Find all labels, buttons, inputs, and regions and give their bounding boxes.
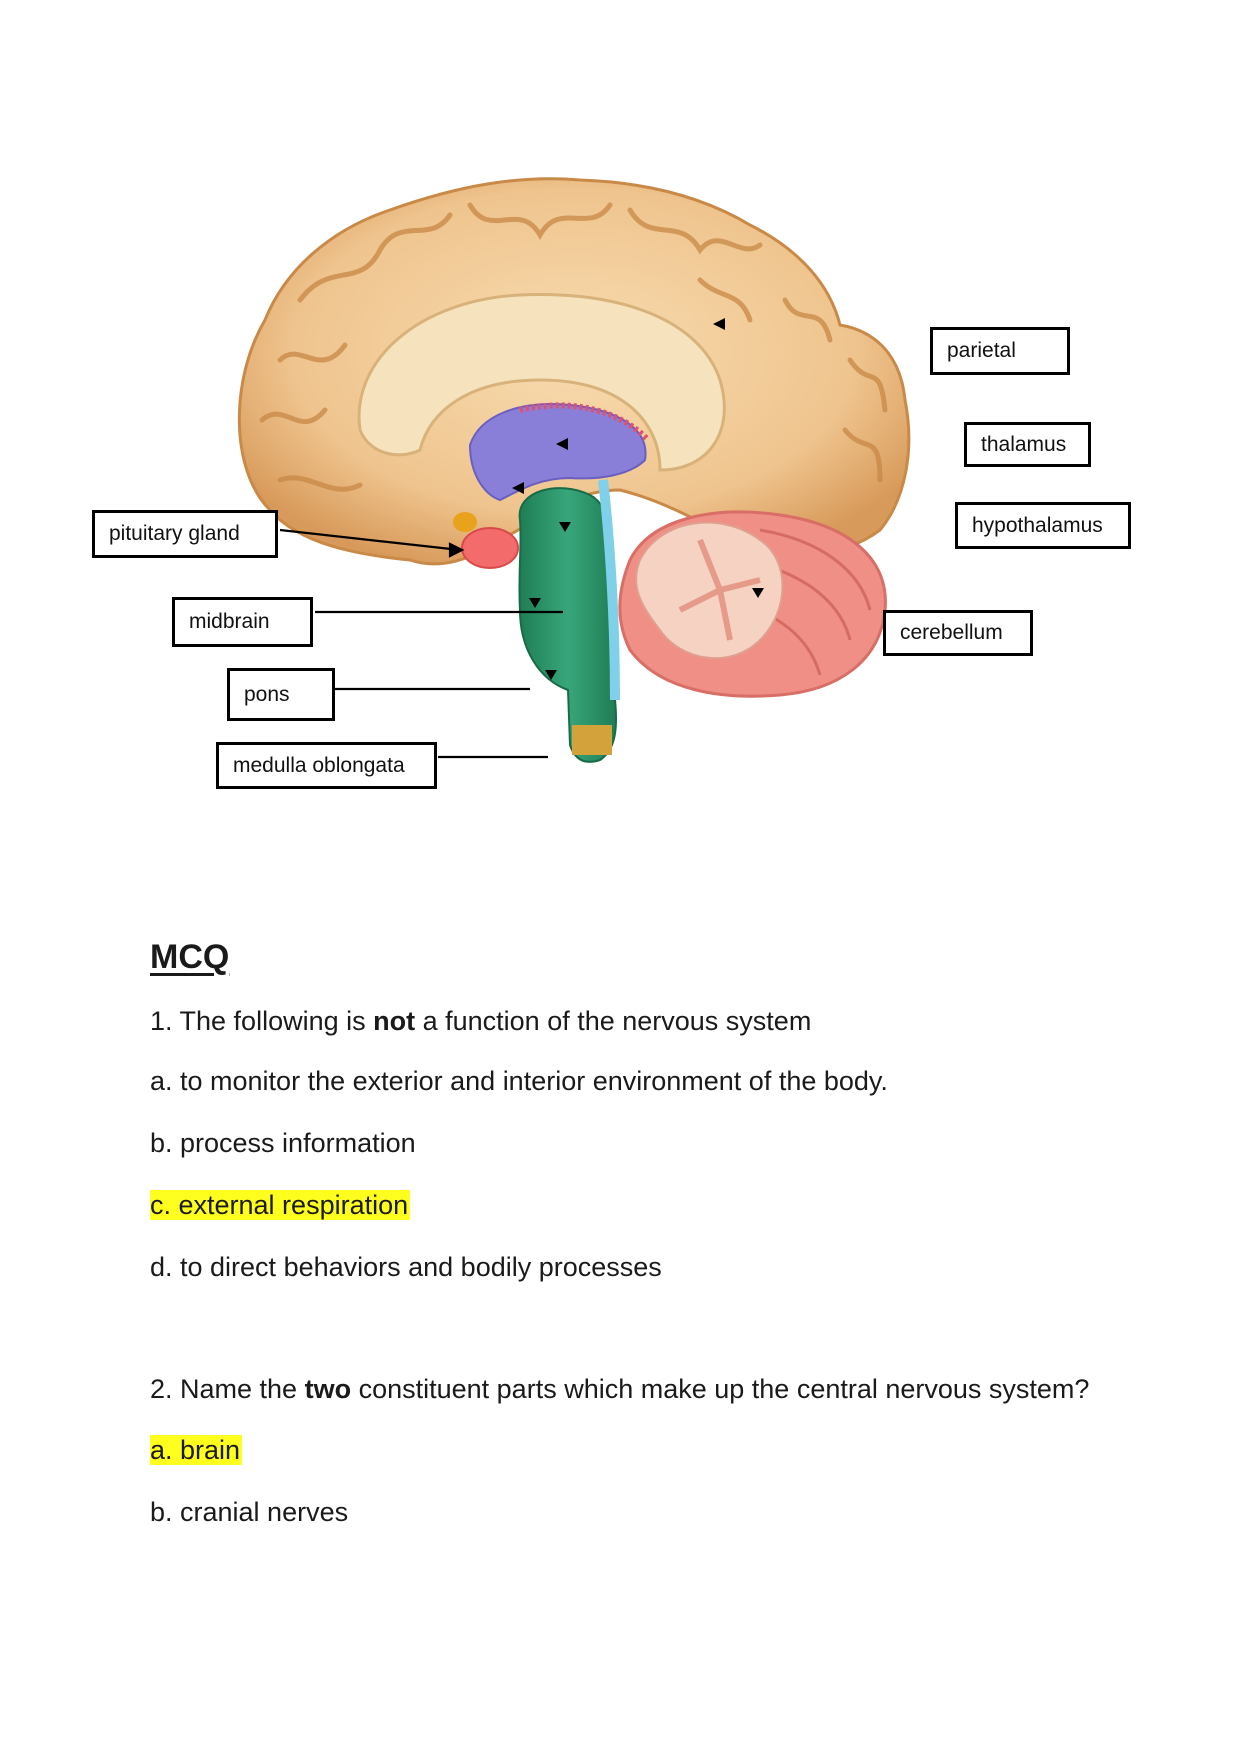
label-medulla-oblongata: medulla oblongata <box>216 742 437 789</box>
label-pituitary-gland: pituitary gland <box>92 510 278 558</box>
arrow-pointers <box>512 318 764 680</box>
q1-option-c-highlighted: c. external respiration <box>150 1190 411 1220</box>
q1-option-c: c. external respiration <box>150 1190 411 1221</box>
label-cerebellum: cerebellum <box>883 610 1033 656</box>
q1-option-d: d. to direct behaviors and bodily proces… <box>150 1252 662 1282</box>
brainstem-shape <box>518 487 618 763</box>
mcq-heading: MCQ <box>150 938 230 976</box>
corpus-callosum <box>357 292 726 472</box>
q2-text-bold: two <box>304 1374 352 1404</box>
thalamus-shape <box>468 403 647 502</box>
q1-option-b: b. process information <box>150 1128 416 1158</box>
gyri-lines <box>259 202 888 492</box>
leader-lines <box>279 528 563 759</box>
label-parietal: parietal <box>930 327 1070 375</box>
pituitary-shape <box>461 527 519 569</box>
q1-text-post: a function of the nervous system <box>415 1006 812 1036</box>
question-1: 1. The following is not a function of th… <box>150 1006 811 1037</box>
q2-option-a: a. brain <box>150 1435 243 1466</box>
q1-text-pre: 1. The following is <box>150 1006 374 1036</box>
brain-diagram <box>237 177 911 763</box>
label-hypothalamus: hypothalamus <box>955 502 1131 549</box>
label-midbrain: midbrain <box>172 597 313 647</box>
q1-option-a: a. to monitor the exterior and interior … <box>150 1066 888 1096</box>
label-pons: pons <box>227 668 335 721</box>
q1-text-bold: not <box>373 1006 416 1036</box>
q2-option-a-highlighted: a. brain <box>150 1435 243 1465</box>
q2-text-post: constituent parts which make up the cent… <box>351 1374 1090 1404</box>
q2-option-b: b. cranial nerves <box>150 1497 349 1527</box>
q2-text-pre: 2. Name the <box>150 1374 305 1404</box>
label-thalamus: thalamus <box>964 422 1091 467</box>
question-2: 2. Name the two constituent parts which … <box>150 1374 1089 1405</box>
